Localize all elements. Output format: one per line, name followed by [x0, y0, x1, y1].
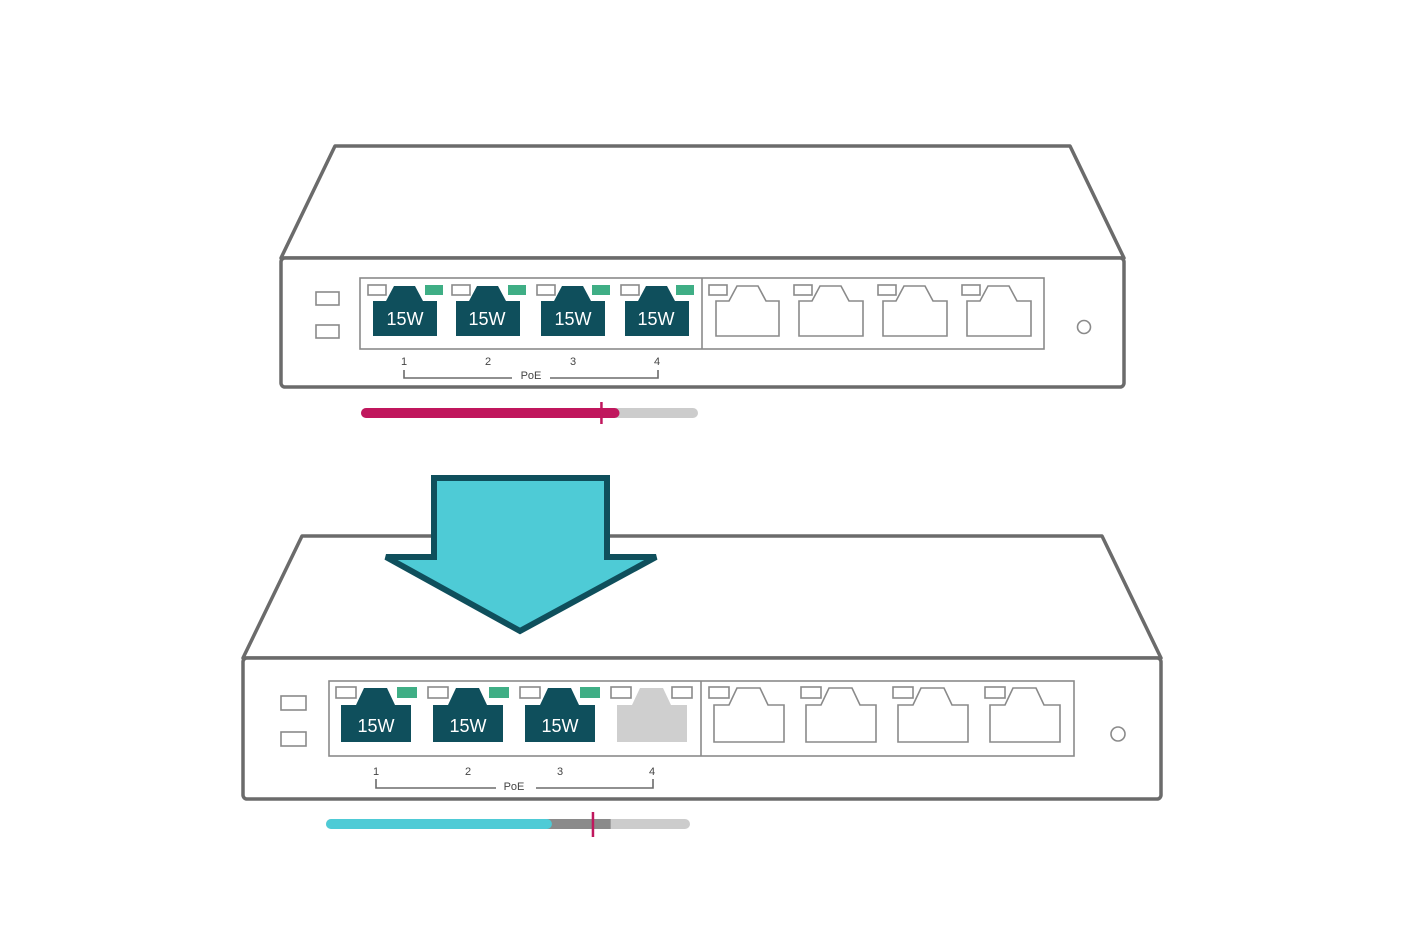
bottom-port-3-number: 3 — [557, 766, 563, 778]
top-port-4-number: 4 — [654, 356, 660, 368]
bottom-port-3[interactable]: 15W 3 — [519, 686, 600, 778]
top-port-2[interactable]: 15W 2 — [451, 284, 526, 368]
bottom-led-right — [580, 687, 600, 698]
bottom-led-right — [489, 687, 509, 698]
top-port-3-power: 15W — [554, 309, 591, 329]
top-switch: 15W 1 15W 2 15W 3 15W 4 — [279, 144, 1126, 424]
top-led — [961, 284, 981, 296]
rj45-port-icon — [456, 286, 520, 336]
top-led — [708, 284, 728, 296]
rj45-port-icon — [715, 285, 780, 337]
bottom-power-budget-bar — [326, 812, 690, 837]
bottom-port-1-number: 1 — [373, 766, 379, 778]
bottom-port-2-number: 2 — [465, 766, 471, 778]
bottom-port-6[interactable] — [800, 686, 877, 743]
bottom-port-1-power: 15W — [357, 716, 394, 736]
top-led-right — [508, 285, 526, 295]
rj45-port-icon — [433, 688, 503, 742]
top-status-led-1 — [315, 291, 340, 306]
bottom-status-led-1 — [280, 695, 307, 711]
rj45-port-icon — [966, 285, 1032, 337]
bottom-led-left — [427, 686, 449, 699]
rj45-port-icon — [897, 687, 969, 743]
bottom-led-left — [610, 686, 632, 699]
bottom-led-right — [397, 687, 417, 698]
rj45-port-icon — [882, 285, 948, 337]
bottom-led — [708, 686, 730, 699]
top-power-led-icon — [1076, 319, 1092, 335]
down-arrow-icon — [384, 475, 658, 635]
bottom-port-3-power: 15W — [541, 716, 578, 736]
bottom-poe-label: PoE — [504, 781, 525, 793]
top-led — [793, 284, 813, 296]
top-port-1[interactable]: 15W 1 — [367, 284, 443, 368]
bottom-port-5[interactable] — [708, 686, 785, 743]
top-led-right — [592, 285, 610, 295]
top-led-right — [676, 285, 694, 295]
top-led-left — [620, 284, 640, 296]
top-led-right — [425, 285, 443, 295]
top-port-4[interactable]: 15W 4 — [620, 284, 694, 368]
bottom-port-4[interactable]: 4 — [610, 686, 693, 778]
top-port-1-power: 15W — [386, 309, 423, 329]
rj45-port-icon-disabled — [617, 688, 687, 742]
rj45-port-icon — [541, 286, 605, 336]
rj45-port-icon — [525, 688, 595, 742]
bottom-led-left — [335, 686, 357, 699]
bottom-port-8[interactable] — [984, 686, 1061, 743]
top-led-left — [451, 284, 471, 296]
top-status-led-2 — [315, 324, 340, 339]
top-port-2-number: 2 — [485, 356, 491, 368]
bottom-status-led-2 — [280, 731, 307, 747]
rj45-port-icon — [373, 286, 437, 336]
rj45-port-icon — [805, 687, 877, 743]
top-switch-lid — [279, 144, 1126, 260]
top-port-7[interactable] — [877, 284, 948, 337]
rj45-port-icon — [989, 687, 1061, 743]
top-led-left — [367, 284, 387, 296]
bottom-led — [984, 686, 1006, 699]
top-port-2-power: 15W — [468, 309, 505, 329]
top-port-1-number: 1 — [401, 356, 407, 368]
top-poe-bracket — [403, 370, 659, 379]
top-power-budget-bar — [361, 402, 698, 424]
bottom-port-1[interactable]: 15W 1 — [335, 686, 417, 778]
bottom-switch-lid — [241, 534, 1163, 660]
bottom-led — [892, 686, 914, 699]
top-led-left — [536, 284, 556, 296]
bottom-port-2[interactable]: 15W 2 — [427, 686, 509, 778]
rj45-port-icon — [798, 285, 864, 337]
top-led — [877, 284, 897, 296]
bottom-port-2-power: 15W — [449, 716, 486, 736]
bottom-port-4-number: 4 — [649, 766, 655, 778]
top-port-6[interactable] — [793, 284, 864, 337]
bottom-poe-bracket — [375, 779, 654, 789]
top-poe-label: PoE — [521, 370, 542, 382]
bottom-led-left — [519, 686, 541, 699]
top-port-8[interactable] — [961, 284, 1032, 337]
rj45-port-icon — [625, 286, 689, 336]
top-port-5[interactable] — [708, 284, 780, 337]
top-port-3-number: 3 — [570, 356, 576, 368]
bottom-power-led-icon — [1110, 726, 1126, 742]
bottom-led — [800, 686, 822, 699]
top-port-4-power: 15W — [637, 309, 674, 329]
rj45-port-icon — [713, 687, 785, 743]
bottom-switch: 15W 1 15W 2 15W 3 4 — [241, 534, 1163, 837]
rj45-port-icon — [341, 688, 411, 742]
bottom-port-7[interactable] — [892, 686, 969, 743]
top-port-3[interactable]: 15W 3 — [536, 284, 610, 368]
bottom-led-right — [671, 686, 693, 699]
